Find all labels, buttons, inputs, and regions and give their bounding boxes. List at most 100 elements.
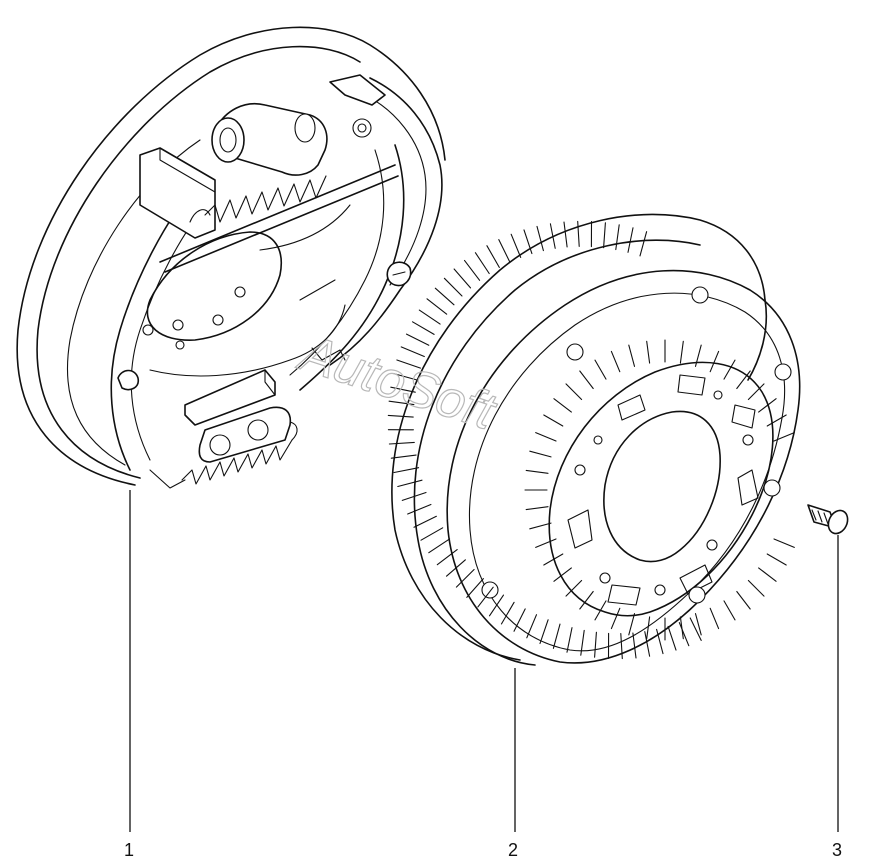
drum-fin	[552, 623, 561, 649]
drum-fin	[387, 414, 414, 418]
drum-fin	[632, 632, 637, 659]
drum-rib	[773, 432, 795, 442]
drum-fin	[455, 568, 475, 588]
drum-fin	[523, 229, 533, 255]
watermark-text: AutoSoft	[291, 323, 504, 442]
drum-cooling-fins	[387, 220, 702, 660]
drum-rib	[543, 414, 564, 427]
brake-shield-assembly	[16, 26, 446, 489]
drum-rib	[709, 350, 720, 373]
drum-rib	[646, 616, 651, 640]
drum-fin	[388, 400, 415, 406]
drum-fin	[453, 268, 472, 289]
drum-rib	[758, 398, 777, 413]
drum-rib	[529, 450, 552, 458]
drum-fin	[689, 617, 702, 641]
drum-fin	[513, 608, 526, 632]
drum-rib	[535, 432, 557, 442]
drum-fin	[477, 586, 494, 608]
drum-fin	[463, 259, 481, 281]
drum-rib	[766, 414, 787, 427]
drum-rib	[565, 383, 583, 401]
drum-rib	[535, 538, 557, 548]
drum-fin	[615, 224, 620, 251]
drum-rib	[579, 590, 594, 610]
drum-fin	[667, 625, 677, 651]
drum-fin	[445, 559, 466, 577]
drum-fin	[411, 321, 435, 335]
drum-fin	[539, 619, 549, 645]
drum-fin	[603, 222, 606, 249]
drum-fin	[401, 491, 427, 501]
drum-fin	[656, 628, 664, 655]
drum-fin	[407, 503, 432, 515]
drum-rib	[736, 370, 751, 390]
drum-fin	[488, 594, 505, 617]
drum-rib	[628, 344, 636, 367]
drum-rib	[553, 567, 572, 582]
drum-fin	[443, 277, 463, 297]
drum-rib	[565, 579, 583, 597]
drum-fin	[536, 225, 544, 252]
drum-fin	[434, 287, 455, 306]
drum-rib	[747, 579, 765, 597]
callout-1: 1	[124, 840, 134, 860]
drum-rib	[747, 383, 765, 401]
drum-fin	[413, 515, 437, 528]
drum-fin	[390, 386, 416, 393]
drum-fin	[418, 309, 441, 325]
drum-rib	[525, 469, 549, 474]
drum-fin	[620, 633, 623, 660]
drum-rib	[646, 340, 651, 364]
drum-fin	[426, 298, 448, 315]
drum-fin	[486, 245, 500, 268]
drum-rib	[679, 340, 684, 364]
drum-fin	[526, 614, 538, 639]
callout-3: 3	[832, 840, 842, 860]
drum-rib	[594, 359, 607, 380]
drum-bolt	[807, 504, 849, 535]
drum-rib	[723, 359, 736, 380]
drum-rib	[525, 506, 549, 511]
drum-rib	[736, 590, 751, 610]
drum-rib	[679, 616, 684, 640]
drum-fin	[498, 239, 511, 263]
drum-fin	[390, 454, 417, 459]
drum-fin	[510, 233, 522, 258]
drum-rib	[694, 613, 702, 636]
drum-rib	[758, 567, 777, 582]
drum-fin	[627, 227, 634, 253]
drum-fin	[500, 601, 515, 625]
drum-fin	[644, 631, 651, 657]
drum-rib	[694, 344, 702, 367]
drum-fin	[420, 527, 444, 541]
drum-fin	[549, 223, 556, 249]
drum-rib	[529, 522, 552, 530]
drum-fin	[392, 372, 419, 381]
drum-fin	[405, 333, 430, 346]
drum-fin	[428, 538, 451, 554]
drum-fin	[566, 627, 573, 653]
drum-fin	[388, 441, 415, 445]
drum-fin	[466, 578, 484, 598]
drum-rib	[553, 398, 572, 413]
drum-rib	[723, 600, 736, 621]
drum-rib	[579, 370, 594, 390]
drum-rib	[773, 538, 795, 548]
drum-inner-ribs	[524, 339, 795, 641]
drum-rib	[628, 613, 636, 636]
drum-fin	[594, 631, 597, 658]
callout-2: 2	[508, 840, 518, 860]
drum-rib	[543, 553, 564, 566]
drum-rib	[766, 553, 787, 566]
drum-fin	[639, 231, 648, 257]
drum-fin	[436, 549, 458, 566]
drum-fin	[396, 359, 422, 369]
drum-fin	[474, 252, 490, 275]
drum-fin	[393, 467, 420, 474]
drum-rib	[610, 350, 621, 373]
brake-drum	[387, 213, 801, 666]
drum-fin	[400, 346, 425, 358]
